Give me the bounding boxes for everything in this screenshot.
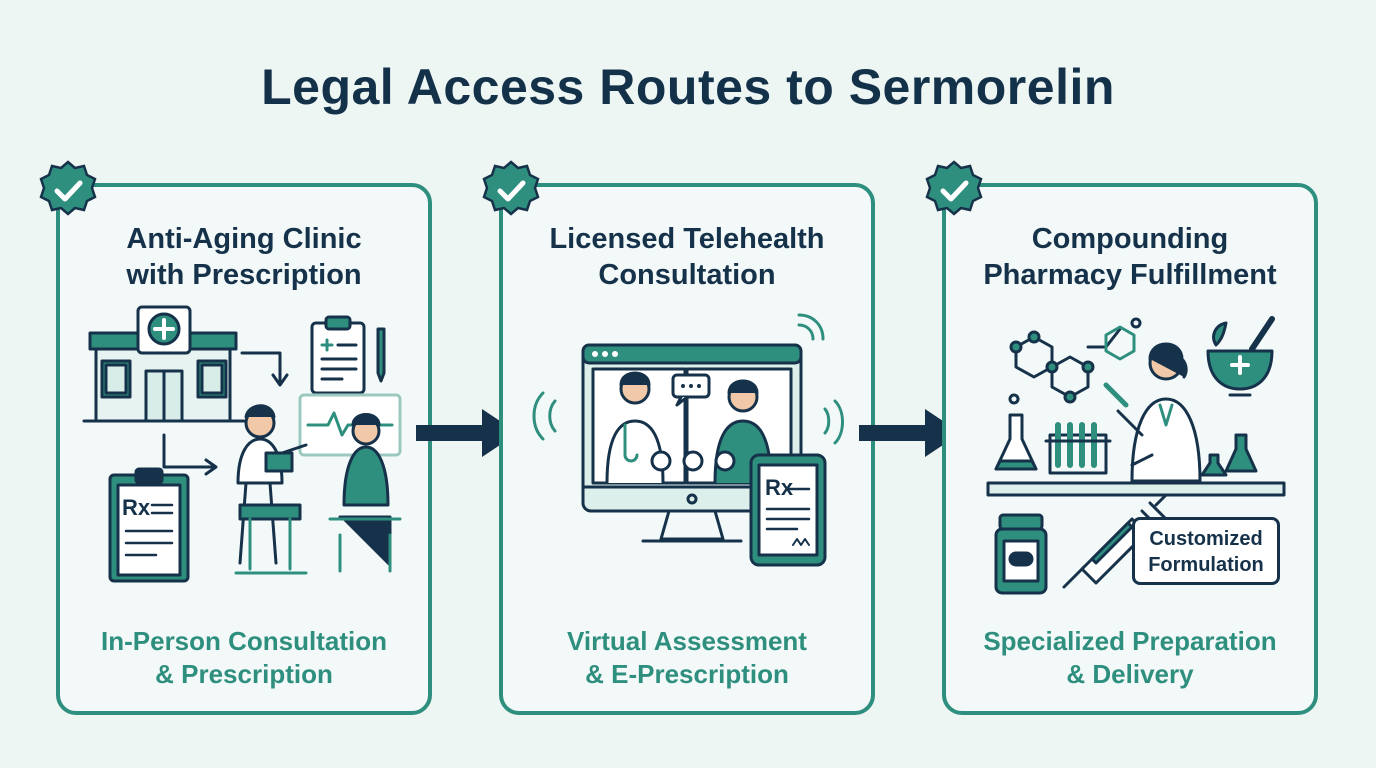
tablet-rx-icon: Rx [749, 453, 827, 567]
page-title: Legal Access Routes to Sermorelin [261, 59, 1115, 115]
route-subtitle-line2: & Prescription [155, 659, 333, 689]
route-card-pharmacy: Compounding Pharmacy Fulfillment [942, 183, 1318, 715]
arrow-right-icon [416, 409, 518, 457]
svg-text:Rx: Rx [122, 495, 151, 520]
clipboard-icon [310, 315, 386, 395]
route-subtitle-line2: & E-Prescription [585, 659, 789, 689]
doctor-patient-icon [234, 393, 402, 575]
video-call-monitor-icon [532, 313, 844, 543]
tag-line2: Formulation [1148, 554, 1264, 576]
route-title-line2: Consultation [598, 259, 776, 291]
telehealth-illustration: Rx [532, 313, 844, 567]
route-title-line2: with Prescription [126, 259, 362, 291]
route-title-line2: Pharmacy Fulfillment [983, 259, 1277, 291]
pharmacist-icon [1103, 342, 1202, 483]
route-title: Licensed Telehealth Consultation [503, 221, 871, 293]
mortar-pestle-icon [1206, 316, 1275, 397]
route-subtitle-line1: In-Person Consultation [101, 626, 387, 656]
tag-line1: Customized [1149, 528, 1263, 550]
route-title: Anti-Aging Clinic with Prescription [60, 221, 428, 293]
route-subtitle: Virtual Assessment & E-Prescription [503, 625, 871, 691]
route-subtitle-line2: & Delivery [1066, 659, 1194, 689]
clinic-building-icon [82, 305, 246, 423]
route-subtitle: Specialized Preparation & Delivery [946, 625, 1314, 691]
check-badge-icon [482, 160, 540, 216]
clinic-illustration: Rx [82, 305, 402, 583]
check-badge-icon [39, 160, 97, 216]
lab-glassware-icon [986, 393, 1286, 497]
route-card-telehealth: Licensed Telehealth Consultation [499, 183, 875, 715]
check-badge-icon [925, 160, 983, 216]
route-title-line1: Anti-Aging Clinic [126, 223, 362, 255]
svg-text:Rx: Rx [765, 475, 794, 500]
route-title-line1: Licensed Telehealth [549, 223, 825, 255]
route-card-clinic: Anti-Aging Clinic with Prescription [56, 183, 432, 715]
route-subtitle-line1: Virtual Assessment [567, 626, 807, 656]
molecule-icon [1009, 317, 1142, 404]
customized-formulation-tag: Customized Formulation [1132, 517, 1280, 585]
route-subtitle: In-Person Consultation & Prescription [60, 625, 428, 691]
pharmacy-illustration [986, 316, 1286, 595]
rx-clipboard-icon: Rx [108, 467, 190, 583]
route-title: Compounding Pharmacy Fulfillment [946, 221, 1314, 293]
arrow-right-icon [859, 409, 961, 457]
route-subtitle-line1: Specialized Preparation [983, 626, 1277, 656]
pill-bottle-icon [994, 513, 1048, 595]
route-title-line1: Compounding [1031, 223, 1229, 255]
